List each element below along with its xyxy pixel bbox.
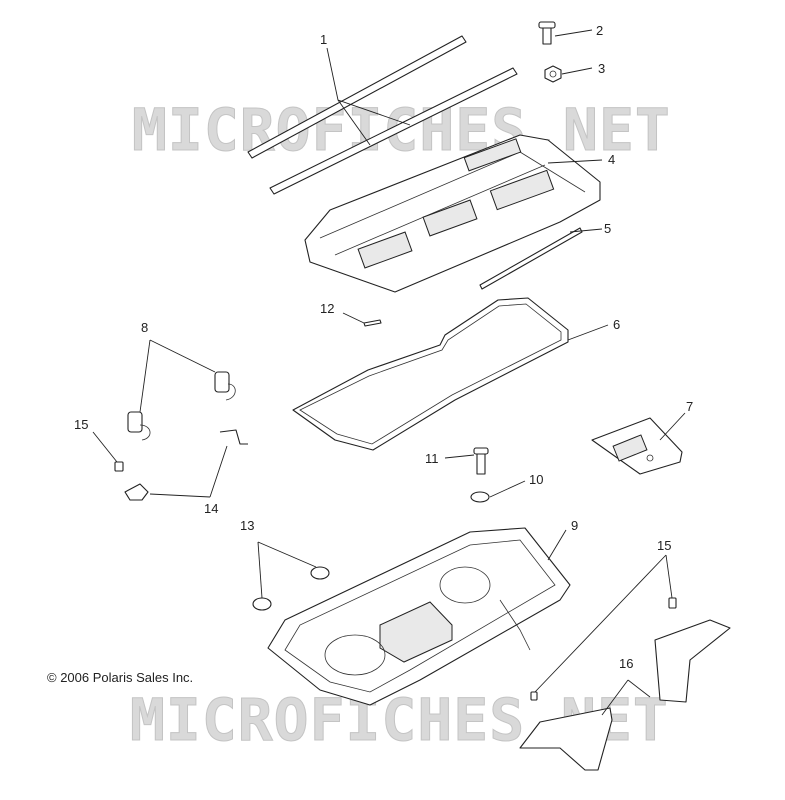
part-12-pin[interactable] bbox=[363, 319, 382, 327]
callout-13: 13 bbox=[240, 518, 254, 533]
part-3-nut[interactable] bbox=[544, 65, 562, 83]
part-13-caps[interactable] bbox=[252, 566, 330, 611]
callout-3: 3 bbox=[598, 61, 605, 76]
part-15-fasteners[interactable] bbox=[114, 461, 677, 701]
callout-12: 12 bbox=[320, 301, 334, 316]
callout-2: 2 bbox=[596, 23, 603, 38]
callout-11: 11 bbox=[425, 451, 439, 466]
callout-5: 5 bbox=[604, 221, 611, 236]
callout-15b: 15 bbox=[657, 538, 671, 553]
part-16-brackets[interactable] bbox=[519, 619, 731, 771]
callout-6: 6 bbox=[613, 317, 620, 332]
callout-1: 1 bbox=[320, 32, 327, 47]
callout-16: 16 bbox=[619, 656, 633, 671]
part-1-strips[interactable] bbox=[247, 35, 518, 195]
part-9-tub[interactable] bbox=[267, 527, 571, 706]
part-11-bolt[interactable] bbox=[473, 447, 489, 475]
part-2-screw[interactable] bbox=[538, 21, 556, 45]
callout-14: 14 bbox=[204, 501, 218, 516]
part-8-latches[interactable] bbox=[127, 371, 236, 441]
part-4-cover[interactable] bbox=[304, 134, 601, 293]
callout-15a: 15 bbox=[74, 417, 88, 432]
callout-10: 10 bbox=[529, 472, 543, 487]
callout-4: 4 bbox=[608, 152, 615, 167]
callout-7: 7 bbox=[686, 399, 693, 414]
leader-lines bbox=[92, 29, 686, 716]
part-5-rod[interactable] bbox=[479, 227, 583, 290]
callout-9: 9 bbox=[571, 518, 578, 533]
callout-8: 8 bbox=[141, 320, 148, 335]
part-10-washer[interactable] bbox=[470, 491, 490, 503]
part-6-gasket[interactable] bbox=[292, 297, 569, 451]
part-7-plate[interactable] bbox=[591, 417, 683, 475]
copyright-text: © 2006 Polaris Sales Inc. bbox=[47, 670, 193, 685]
part-14-clips[interactable] bbox=[124, 429, 248, 501]
